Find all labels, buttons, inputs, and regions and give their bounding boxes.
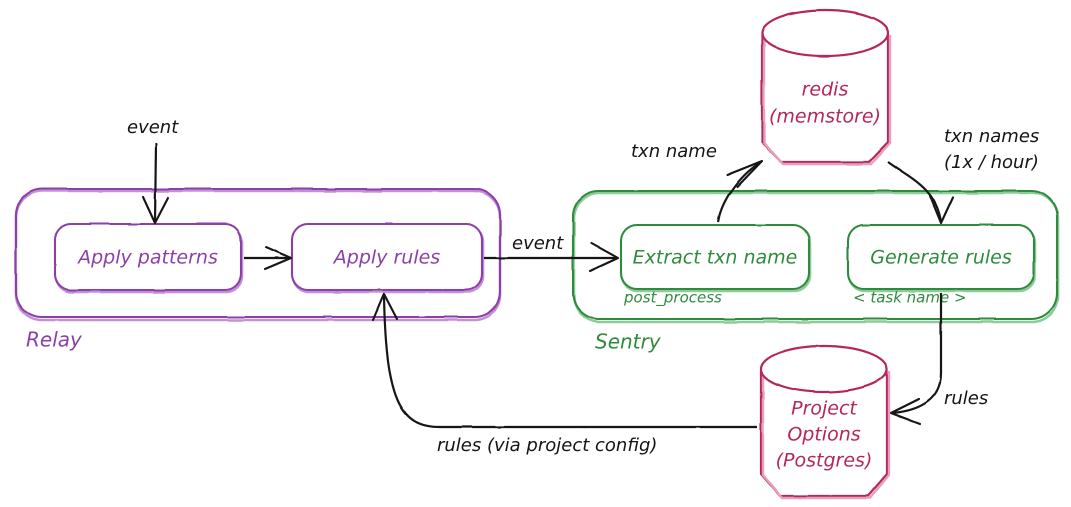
store-redis-line1: redis bbox=[802, 79, 849, 101]
edge-redis-to-generate-label-line2: (1x / hour) bbox=[944, 152, 1039, 173]
node-generate-rules-border bbox=[846, 223, 1036, 291]
node-generate-rules-sublabel: < task name > bbox=[853, 289, 967, 307]
edge-project-options-to-apply-rules-arrowhead bbox=[371, 292, 399, 322]
node-apply-patterns-border bbox=[53, 222, 243, 292]
group-relay[interactable] bbox=[14, 187, 502, 322]
edge-project-options-to-apply-rules bbox=[371, 292, 757, 429]
node-generate-rules-label: Generate rules bbox=[870, 247, 1012, 269]
store-project-options-line2: Options bbox=[787, 424, 860, 446]
store-project-options[interactable] bbox=[759, 344, 891, 500]
edge-patterns-to-rules bbox=[244, 245, 293, 271]
store-redis[interactable] bbox=[760, 8, 892, 166]
edge-generate-to-project-options-arrowhead bbox=[889, 397, 922, 426]
node-extract-txn-name[interactable] bbox=[619, 223, 812, 293]
edge-extract-to-redis-line bbox=[716, 161, 762, 223]
group-relay-border bbox=[14, 187, 502, 319]
group-sentry-label: Sentry bbox=[595, 330, 662, 354]
edge-event-in-arrowhead bbox=[141, 195, 170, 225]
store-project-options-line1: Project bbox=[791, 398, 858, 420]
edge-project-options-to-apply-rules-label: rules (via project config) bbox=[437, 435, 657, 456]
node-generate-rules[interactable] bbox=[846, 223, 1037, 293]
store-redis-top bbox=[760, 8, 890, 58]
node-extract-txn-name-label: Extract txn name bbox=[633, 247, 798, 269]
store-project-options-body-shadow bbox=[761, 371, 891, 500]
store-project-options-body bbox=[759, 369, 889, 498]
edge-extract-to-redis bbox=[716, 159, 764, 223]
store-redis-body-shadow bbox=[762, 35, 892, 166]
edge-event-in bbox=[141, 142, 170, 225]
edge-generate-to-project-options-line bbox=[892, 293, 943, 415]
edge-extract-to-redis-arrowhead bbox=[725, 159, 764, 189]
edge-relay-to-sentry-label: event bbox=[512, 233, 564, 254]
edge-redis-to-generate bbox=[887, 161, 955, 225]
node-apply-rules-label: Apply rules bbox=[332, 247, 441, 269]
edge-generate-to-project-options-label: rules bbox=[944, 388, 988, 409]
edge-relay-to-sentry bbox=[484, 241, 620, 273]
store-project-options-top bbox=[759, 344, 889, 394]
group-relay-label: Relay bbox=[26, 328, 83, 352]
edge-event-in-label: event bbox=[127, 117, 179, 138]
store-project-options-line3: (Postgres) bbox=[776, 450, 873, 472]
node-apply-patterns[interactable] bbox=[53, 222, 244, 294]
node-extract-txn-name-border bbox=[619, 223, 811, 291]
edge-patterns-to-rules-arrowhead bbox=[263, 245, 293, 271]
group-sentry-border bbox=[571, 189, 1059, 321]
node-apply-rules-border bbox=[290, 222, 484, 292]
edge-redis-to-generate-label-line1: txn names bbox=[944, 126, 1039, 147]
store-redis-line2: (memstore) bbox=[769, 106, 881, 128]
node-apply-rules[interactable] bbox=[290, 222, 485, 294]
store-redis-body bbox=[760, 33, 890, 164]
edge-redis-to-generate-arrowhead bbox=[928, 194, 955, 225]
node-extract-txn-name-sublabel: post_process bbox=[623, 289, 722, 308]
edge-event-in-line bbox=[153, 142, 158, 223]
edge-project-options-to-apply-rules-line bbox=[382, 295, 757, 429]
node-apply-patterns-label: Apply patterns bbox=[76, 247, 218, 269]
edge-generate-to-project-options bbox=[889, 293, 943, 426]
edge-relay-to-sentry-arrowhead bbox=[588, 241, 620, 273]
edge-redis-to-generate-line bbox=[887, 161, 943, 223]
edge-extract-to-redis-label: txn name bbox=[631, 141, 717, 162]
